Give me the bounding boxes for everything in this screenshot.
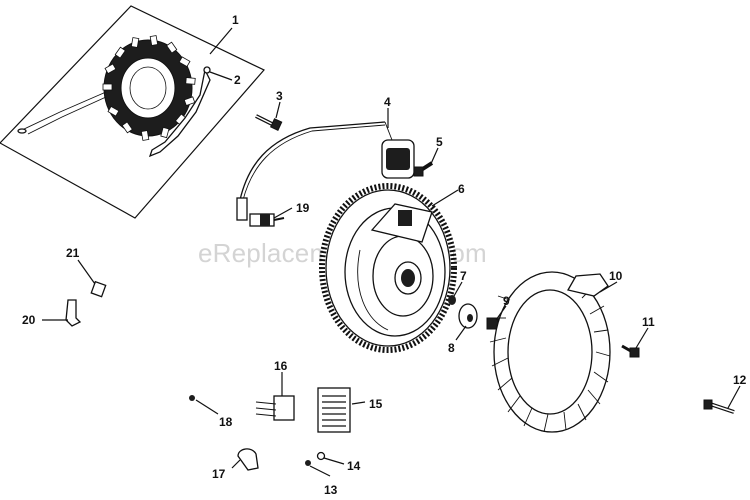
callout-21: 21 [66, 246, 80, 260]
callout-5: 5 [436, 135, 443, 149]
flywheel [319, 183, 457, 353]
callout-18: 18 [219, 415, 233, 429]
callout-2: 2 [234, 73, 241, 87]
nut-18 [189, 395, 195, 401]
key [448, 295, 456, 305]
spark-plug [249, 213, 285, 227]
callout-4: 4 [384, 95, 391, 109]
callout-1: 1 [232, 13, 239, 27]
rectifier [317, 387, 351, 433]
stator-bracket [148, 68, 211, 158]
callout-12: 12 [733, 373, 747, 387]
callout-7: 7 [460, 269, 467, 283]
callout-17: 17 [212, 467, 226, 481]
callout-8: 8 [448, 341, 455, 355]
fan [489, 271, 611, 433]
stator-inset [0, 5, 265, 219]
washer-14 [316, 451, 326, 461]
nut-13 [305, 460, 311, 466]
leader-lines [42, 27, 741, 477]
ignition-lead [236, 121, 415, 221]
callout-11: 11 [642, 315, 655, 329]
callout-14: 14 [347, 459, 361, 473]
callout-9: 9 [503, 294, 510, 308]
washer-8 [458, 303, 478, 329]
bolt-12 [703, 399, 735, 414]
screw-5 [413, 161, 434, 177]
bracket-20 [65, 299, 82, 327]
terminal-21 [90, 280, 107, 298]
callout-10: 10 [609, 269, 623, 283]
callout-13: 13 [324, 483, 338, 497]
screw-3 [255, 114, 283, 131]
callout-16: 16 [274, 359, 288, 373]
connector [255, 395, 295, 421]
clip [237, 448, 259, 471]
callout-15: 15 [369, 397, 383, 411]
callout-20: 20 [22, 313, 36, 327]
callout-19: 19 [296, 201, 310, 215]
callout-labels: 1 2 3 4 5 6 7 8 9 10 11 12 13 14 15 16 1… [22, 13, 747, 497]
callout-3: 3 [276, 89, 283, 103]
stator-coil [102, 35, 196, 141]
callout-6: 6 [458, 182, 465, 196]
screw-11 [621, 344, 640, 358]
